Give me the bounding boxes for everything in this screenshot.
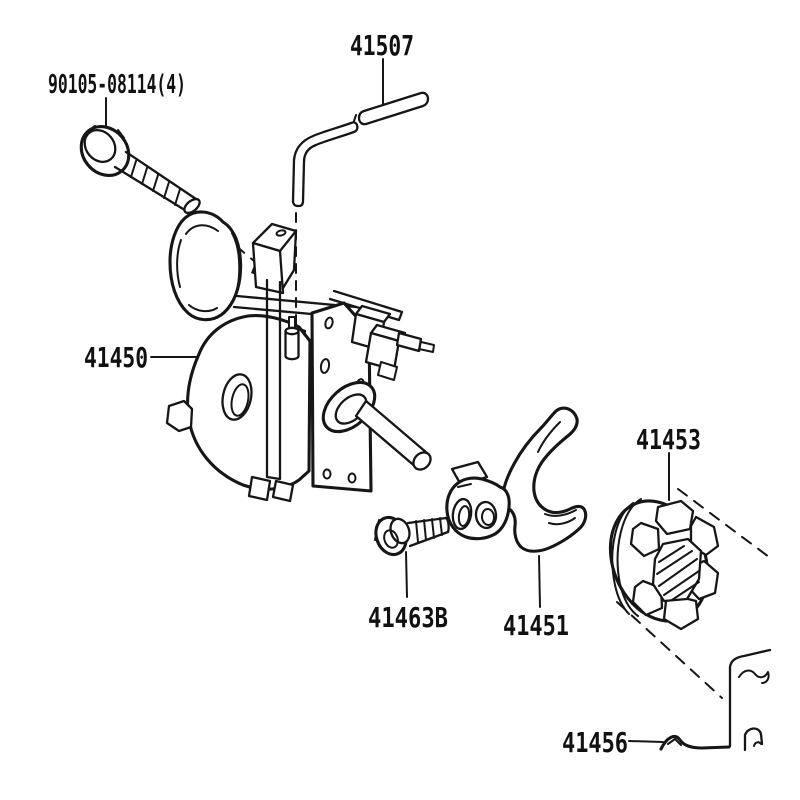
label-case-41456: 41456 [562,726,628,759]
callouts: 90105-08114(4) 41507 41450 41453 41463B … [48,29,701,759]
hose-41507-drawing [291,91,430,357]
diaphragm-dome [168,210,243,322]
leader-bolt-41463b [405,551,408,598]
label-hub-41453: 41453 [636,423,701,456]
fork-body [501,406,588,553]
hub-41453-drawing [608,488,770,699]
bolt-41463b-drawing [374,515,450,557]
label-actuator-41450: 41450 [84,341,148,374]
actuator-41450-drawing [165,210,435,503]
label-hose-41507: 41507 [350,29,414,62]
label-fork-41451: 41451 [503,609,569,642]
label-bolt-90105: 90105-08114(4) [48,70,186,100]
hub-spline-bore [651,537,703,603]
leader-case-41456 [628,740,664,743]
assembly-dash-lower [616,601,723,699]
bolt-90105-drawing [79,125,270,281]
case-flange [659,735,731,751]
label-bolt-41463b: 41463B [368,601,448,634]
leader-fork-41451 [538,555,541,608]
fork-41451-drawing [445,406,588,553]
case-41456-drawing [659,648,772,752]
